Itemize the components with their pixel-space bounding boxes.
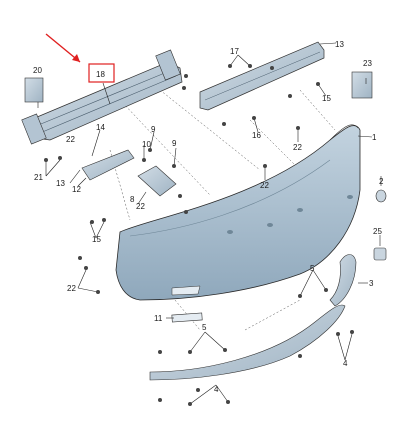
reflector-part-10 <box>171 312 203 323</box>
callout-label: 9 <box>172 139 177 148</box>
highlight-arrowhead <box>72 54 80 62</box>
callout-label: 22 <box>293 143 302 152</box>
callout-label: 4 <box>343 359 348 368</box>
callout-label: 21 <box>34 173 43 182</box>
callout-label: 4 <box>214 385 219 394</box>
side-bracket-part-11 <box>81 149 135 181</box>
callout-label: 11 <box>154 314 163 323</box>
callout-label: 5 <box>310 264 315 273</box>
callout-label: 22 <box>66 135 75 144</box>
callout-label: 25 <box>373 227 382 236</box>
callout-label: 22 <box>260 181 269 190</box>
callout-label: 1 <box>372 133 377 142</box>
callout-label: 13 <box>56 179 65 188</box>
callout-label: 15 <box>322 94 331 103</box>
callout-label: 12 <box>72 185 81 194</box>
callout-label: 5 <box>202 323 207 332</box>
callout-label: 14 <box>96 123 105 132</box>
guide-bracket-part-15 <box>199 41 325 111</box>
callout-label: 9 <box>151 125 156 134</box>
callout-labels: 18 20 13 23 17 15 16 1 22 22 2 25 3 5 4 … <box>33 40 384 394</box>
impact-beam-part-18 <box>21 49 183 145</box>
diffuser-part-4 <box>149 304 346 381</box>
callout-label: 15 <box>92 235 101 244</box>
callout-label: 10 <box>142 140 151 149</box>
pad-part-23 <box>351 71 373 99</box>
callout-label: 16 <box>252 131 261 140</box>
callout-label: 20 <box>33 66 42 75</box>
callout-label: 2 <box>379 177 384 186</box>
leader-lines <box>37 42 382 405</box>
bumper-cover-part-1 <box>115 124 361 301</box>
callout-label: 13 <box>335 40 344 49</box>
callout-label: 23 <box>363 59 372 68</box>
cap-part-2 <box>375 189 387 203</box>
callout-label: 18 <box>96 70 105 79</box>
callout-label: 8 <box>130 195 135 204</box>
side-trim-part-3 <box>329 254 357 307</box>
callout-label: 3 <box>369 279 374 288</box>
callout-label: 22 <box>136 202 145 211</box>
highlight-box <box>88 63 115 83</box>
callout-label: 17 <box>230 47 239 56</box>
fasteners <box>44 64 354 406</box>
pad-part-20 <box>24 77 44 103</box>
guide-part-6 <box>137 165 177 197</box>
callout-label: 22 <box>67 284 76 293</box>
sensor-part-25 <box>373 247 387 261</box>
